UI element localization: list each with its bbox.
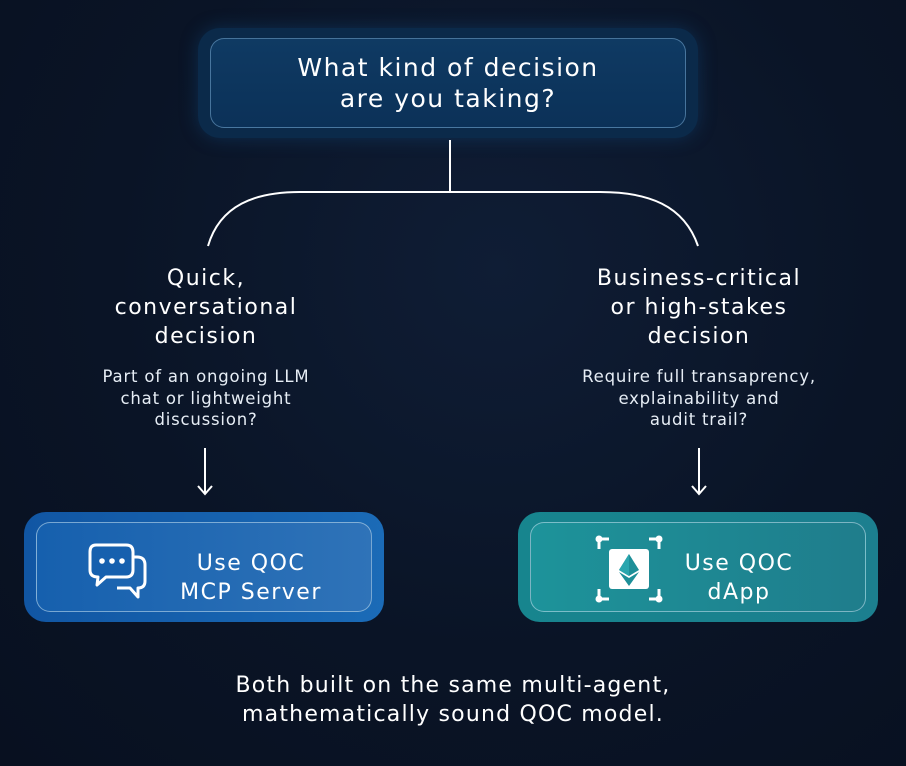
chat-bubbles-icon bbox=[88, 543, 147, 599]
question-text-line-2: are you taking? bbox=[339, 84, 557, 113]
left-sub-line-2: chat or lightweight bbox=[120, 388, 292, 408]
mcp-label-line-2: MCP Server bbox=[180, 580, 322, 605]
question-box-inner: What kind of decision are you taking? bbox=[210, 38, 686, 128]
dapp-box-inner: Use QOC dApp bbox=[530, 522, 866, 612]
mcp-server-label: Use QOC MCP Server bbox=[171, 549, 331, 607]
down-arrow-right bbox=[691, 448, 707, 496]
mcp-server-box: Use QOC MCP Server bbox=[24, 512, 384, 622]
question-box: What kind of decision are you taking? bbox=[198, 28, 698, 138]
right-sub-line-3: audit trail? bbox=[649, 410, 749, 429]
right-branch-title: Business-critical or high-stakes decisio… bbox=[534, 264, 864, 351]
footer-line-2: mathematically sound QOC model. bbox=[242, 702, 664, 727]
ethereum-chip-icon bbox=[595, 535, 663, 603]
left-branch-title: Quick, conversational decision bbox=[56, 264, 356, 351]
left-branch-subtitle: Part of an ongoing LLM chat or lightweig… bbox=[56, 366, 356, 431]
right-sub-line-1: Require full transaprency, bbox=[582, 367, 816, 386]
right-sub-line-2: explainability and bbox=[618, 388, 780, 408]
dapp-label-line-1: Use QOC bbox=[684, 551, 794, 576]
dapp-box: Use QOC dApp bbox=[518, 512, 878, 622]
right-title-line-2: or high-stakes bbox=[610, 295, 788, 320]
right-branch-subtitle: Require full transaprency, explainabilit… bbox=[534, 366, 864, 431]
left-title-line-1: Quick, bbox=[166, 266, 246, 291]
connector-branch-curve bbox=[207, 191, 699, 247]
dapp-label-line-2: dApp bbox=[707, 580, 771, 605]
right-title-line-3: decision bbox=[647, 324, 751, 349]
left-title-line-2: conversational bbox=[114, 295, 298, 320]
dapp-label: Use QOC dApp bbox=[679, 549, 799, 607]
left-sub-line-3: discussion? bbox=[154, 410, 258, 429]
footer-line-1: Both built on the same multi-agent, bbox=[235, 673, 671, 698]
mcp-label-line-1: Use QOC bbox=[196, 551, 306, 576]
footer-note: Both built on the same multi-agent, math… bbox=[0, 671, 906, 729]
left-title-line-3: decision bbox=[154, 324, 258, 349]
question-text-line-1: What kind of decision bbox=[297, 53, 599, 82]
right-title-line-1: Business-critical bbox=[596, 266, 802, 291]
mcp-server-box-inner: Use QOC MCP Server bbox=[36, 522, 372, 612]
left-sub-line-1: Part of an ongoing LLM bbox=[102, 367, 310, 386]
down-arrow-left bbox=[197, 448, 213, 496]
